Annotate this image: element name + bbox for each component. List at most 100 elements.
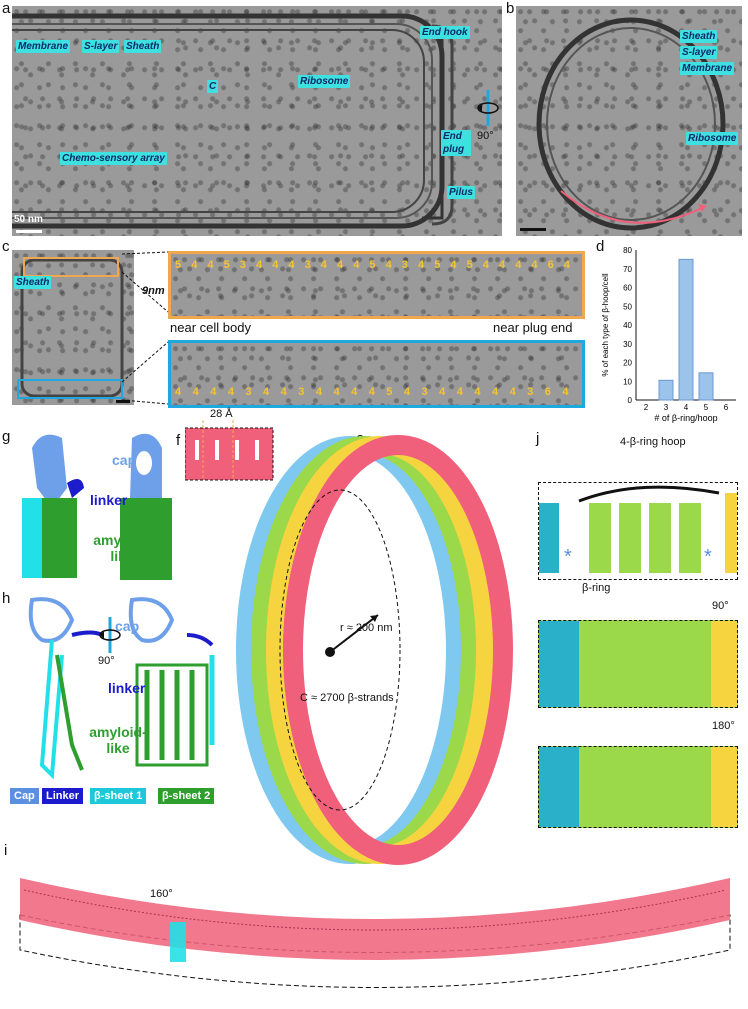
ring-count-label: 4 [492,386,499,398]
i-rotation-label: 160° [150,888,173,900]
ring-count-label: 6 [548,259,554,271]
rotation-90-label: 90° [477,130,494,142]
bar-4 [678,258,694,401]
panel-a-letter: a [2,0,11,17]
y-tick-label: 40 [623,321,632,330]
y-tick-label: 0 [628,396,633,405]
panel-b-letter: b [506,0,515,17]
ring-count-label: 4 [228,386,235,398]
ring-count-label: 4 [499,259,506,271]
ring-count-label: 4 [353,259,360,271]
ring-count-label: 5 [175,259,181,271]
ring-count-label: 5 [224,259,230,271]
y-tick-label: 10 [623,377,632,386]
g-amyloid: amyloid-like [93,532,151,564]
ring-count-label: 4 [483,259,490,271]
j-rot2: 180° [712,720,735,732]
c-zoom-lines [121,251,169,405]
ring-count-label: 3 [527,386,533,398]
svg-text:*: * [564,546,572,568]
panel-b-tomogram [516,6,742,236]
e-sheath-rings [236,435,513,865]
y-tick-label: 20 [623,359,632,368]
ring-count-label: 5 [434,259,440,271]
ring-count-label: 5 [386,386,392,398]
f-density [185,420,274,481]
ring-count-label: 4 [316,386,323,398]
label-c: C [207,80,219,93]
j-top-density: ** [538,482,738,580]
ring-count-label: 5 [467,259,473,271]
ring-count-label: 4 [288,259,295,271]
ring-count-label: 6 [545,386,551,398]
b-label-ribosome: Ribosome [686,132,739,145]
e-circumference: C ≈ 2700 β-strands [300,692,394,704]
g-density-maps [22,433,172,580]
ring-count-label: 5 [369,259,375,271]
ring-count-label: 4 [210,386,217,398]
ring-count-label: 3 [305,259,311,271]
panel-c-letter: c [2,238,10,255]
ring-count-label: 4 [418,259,425,271]
label-ribosome: Ribosome [298,75,351,88]
b-label-membrane: Membrane [680,62,735,75]
c-label-sheath: Sheath [14,276,52,289]
label-pilus: Pilus [447,186,475,199]
ring-count-label: 4 [510,386,517,398]
panel-f-letter: f [176,432,181,449]
h-cap: cap [115,618,140,634]
y-tick-label: 50 [623,302,632,311]
label-end-plug: End plug [441,130,471,156]
x-tick-label: 2 [644,403,649,412]
b-label-sheath: Sheath [680,30,718,43]
ring-count-label: 4 [333,386,340,398]
legend-sheet1: β-sheet 1 [90,788,147,804]
y-axis-label: % of each type of β-hoop/cell [601,273,610,377]
h-amyloid: amyloid-like [89,724,147,756]
j-hoop-label: 4-β-ring hoop [620,436,686,448]
y-tick-label: 60 [623,284,632,293]
x-tick-label: 3 [664,403,669,412]
label-chemo-sensory-array: Chemo-sensory array [60,152,167,165]
label-s-layer: S-layer [82,40,120,53]
ring-count-label: 4 [531,259,538,271]
x-axis-label: # of β-ring/hoop [654,413,717,423]
ring-count-label: 4 [272,259,279,271]
panel-c-overview [12,250,134,405]
ring-count-label: 3 [402,259,408,271]
label-end-hook: End hook [420,26,470,39]
g-linker: linker [90,492,128,508]
panel-j-letter: j [536,430,540,447]
ring-count-label: 4 [562,386,569,398]
panel-g-letter: g [2,428,11,445]
h-linker: linker [108,680,146,696]
ring-count-label: 4 [564,259,571,271]
ring-count-label: 4 [450,259,457,271]
ring-count-label: 4 [404,386,411,398]
ring-count-label: 4 [386,259,393,271]
label-sheath: Sheath [124,40,162,53]
ring-count-label: 3 [240,259,246,271]
y-tick-label: 80 [623,246,632,255]
ring-count-label: 4 [321,259,328,271]
c-near-right: near plug end [493,320,573,335]
j-ring-label: β-ring [582,582,611,594]
legend-cap: Cap [10,788,39,804]
i-arc-model [19,878,731,988]
ring-count-label: 4 [175,386,182,398]
y-tick-label: 30 [623,340,632,349]
ring-count-label: 4 [351,386,358,398]
x-tick-label: 6 [724,403,729,412]
svg-text:*: * [704,546,712,568]
scale-bar-a [16,230,42,233]
g-cap: cap [112,452,137,468]
ring-count-label: 3 [298,386,304,398]
ring-count-label: 4 [193,386,200,398]
ring-count-label: 4 [281,386,288,398]
j-rot1: 90° [712,600,729,612]
ring-count-label: 4 [337,259,344,271]
scale-label-a: 50 nm [14,214,43,225]
legend-linker: Linker [42,788,84,804]
